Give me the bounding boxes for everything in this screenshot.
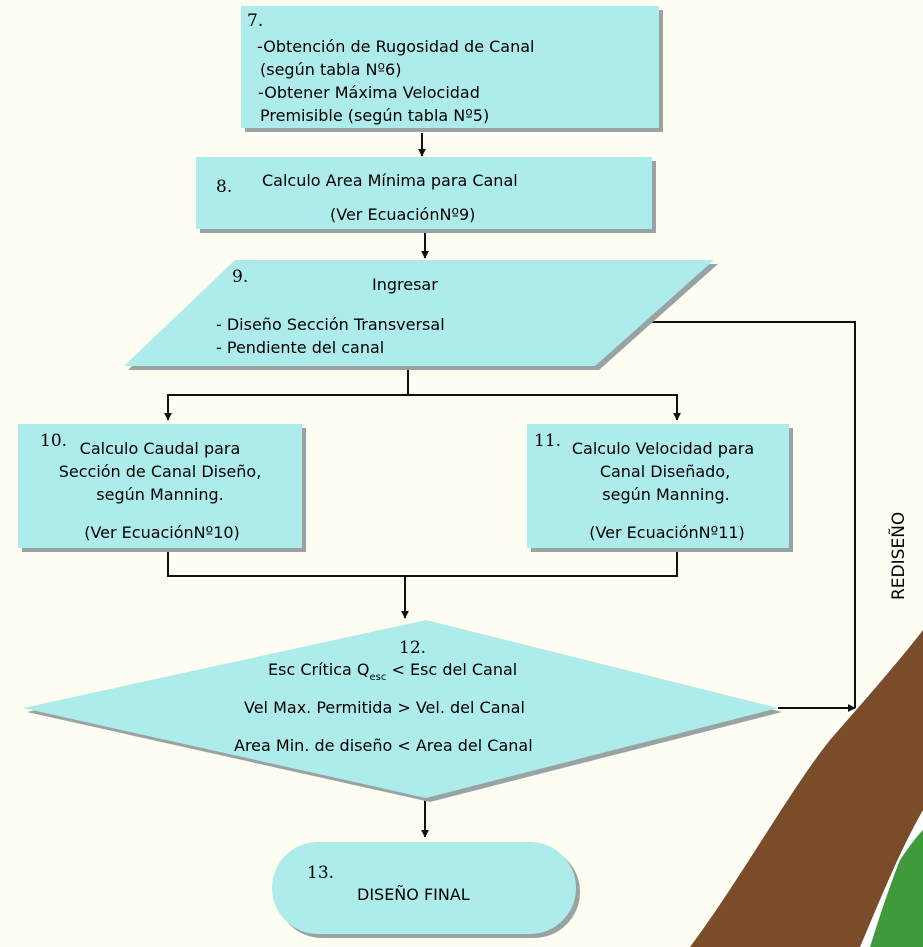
- node-13-number: 13.: [307, 863, 334, 883]
- node-9-parallelogram: 9. Ingresar - Diseño Sección Transversal…: [124, 260, 718, 370]
- node-9-line-1: - Diseño Sección Transversal: [216, 315, 445, 334]
- node-10-line-2: Sección de Canal Diseño,: [59, 462, 262, 481]
- connectors: [164, 133, 856, 838]
- node-12-condition-1-subscript: esc: [370, 672, 387, 683]
- node-10-line-3: según Manning.: [96, 485, 223, 504]
- node-10-number: 10.: [40, 431, 67, 451]
- node-12-condition-2: Vel Max. Permitida > Vel. del Canal: [244, 698, 525, 717]
- line-9-split: [167, 367, 409, 418]
- node-8-number: 8.: [216, 177, 232, 197]
- node-13-title: DISEÑO FINAL: [357, 885, 470, 904]
- redesign-loop-line: [617, 318, 856, 708]
- node-11-line-3: según Manning.: [602, 485, 729, 504]
- node-9-line-2: - Pendiente del canal: [216, 338, 384, 357]
- node-11-box: 11. Calculo Velocidad para Canal Diseñad…: [527, 424, 793, 552]
- node-10-ref: (Ver EcuaciónNº10): [84, 523, 240, 542]
- node-11-line-1: Calculo Velocidad para: [572, 439, 754, 458]
- node-12-condition-1: Esc Crítica Qesc < Esc del Canal: [268, 660, 517, 683]
- node-10-line-1: Calculo Caudal para: [80, 439, 241, 458]
- node-7-line-4: Premisible (según tabla Nº5): [260, 106, 489, 125]
- line-9-to-11: [408, 394, 681, 421]
- node-9-title: Ingresar: [372, 275, 438, 294]
- node-8-ref: (Ver EcuaciónNº9): [330, 205, 475, 224]
- node-12-diamond: 12. Esc Crítica Qesc < Esc del Canal Vel…: [23, 620, 782, 802]
- node-7-line-2: (según tabla Nº6): [260, 60, 401, 79]
- node-10-box: 10. Calculo Caudal para Sección de Canal…: [18, 424, 306, 552]
- node-11-number: 11.: [534, 431, 561, 451]
- node-12-number: 12.: [399, 638, 426, 658]
- node-11-ref: (Ver EcuaciónNº11): [589, 523, 745, 542]
- node-7-box: 7. -Obtención de Rugosidad de Canal (seg…: [241, 6, 663, 132]
- node-8-box: 8. Calculo Area Mínima para Canal (Ver E…: [196, 157, 656, 233]
- line-10-to-merge: [167, 551, 678, 577]
- decorative-background-swoosh: [690, 625, 923, 947]
- node-11-line-2: Canal Diseñado,: [600, 462, 730, 481]
- node-12-condition-3: Area Min. de diseño < Area del Canal: [234, 736, 533, 755]
- node-8-title: Calculo Area Mínima para Canal: [262, 171, 518, 190]
- redesign-label: REDISEÑO: [887, 512, 909, 600]
- node-7-number: 7.: [247, 11, 263, 31]
- node-9-number: 9.: [232, 267, 248, 287]
- node-7-line-3: -Obtener Máxima Velocidad: [258, 83, 480, 102]
- node-7-line-1: -Obtención de Rugosidad de Canal: [257, 37, 535, 56]
- node-13-terminator: 13. DISEÑO FINAL: [272, 842, 580, 938]
